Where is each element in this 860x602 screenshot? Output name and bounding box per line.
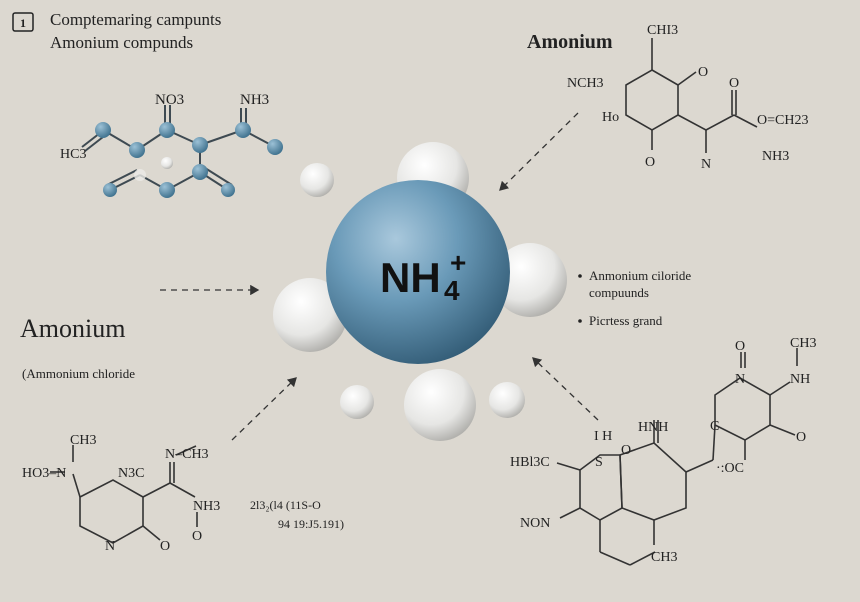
label-o: O: [192, 529, 202, 544]
label-c: C: [710, 419, 719, 434]
hydrogen-sphere: [340, 385, 374, 419]
label-ch3: CHI3: [647, 23, 678, 38]
ion-formula: NH: [380, 254, 441, 301]
step-badge: [12, 12, 34, 32]
top-right-structure: Amonium CHI3 NCH3 Ho O O O N O=CH23 NH3: [527, 23, 808, 172]
left-title: Amonium: [20, 314, 125, 343]
hydrogen-sphere: [273, 278, 347, 352]
label-hc3: HC3: [60, 147, 86, 162]
label-ch3-top: CH3: [790, 336, 816, 351]
header: 1 Comptemaring campunts Amonium compunds: [12, 10, 221, 52]
bottom-left-structure: CH3 HO3–N N3C N–CH3 NH3 O N O 2l3₂(l4 (1…: [22, 433, 344, 554]
label-non: NON: [520, 516, 550, 531]
arrow-down-left: [499, 112, 579, 191]
label-n3c: N3C: [118, 466, 144, 481]
carbon-atom: [159, 182, 175, 198]
label-o-right: O: [796, 430, 806, 445]
bullet-icon: [578, 319, 582, 323]
carbon-atom: [95, 122, 111, 138]
carbon-atom: [192, 164, 208, 180]
label-nh3: NH3: [762, 149, 789, 164]
arrows: [160, 112, 599, 441]
top-right-title: Amonium: [527, 31, 613, 53]
label-o2: O: [729, 76, 739, 91]
label-o-top: O: [735, 339, 745, 354]
legend-item-1-cont: compuunds: [589, 285, 649, 300]
legend-item-2: Picrtess grand: [589, 313, 663, 328]
nitrogen-sphere: [326, 180, 510, 364]
ion-subscript: 4: [444, 275, 460, 306]
label-oc: ·:OC: [716, 461, 744, 476]
label-ch3-bottom: CH3: [651, 550, 677, 565]
arrow-up-right: [231, 377, 297, 441]
carbon-atom: [159, 122, 175, 138]
label-ho3n: HO3–N: [22, 466, 66, 481]
bottom-right-structure: O CH3 N NH C O HNH I H S O HBl3C ·:OC NO…: [510, 336, 816, 566]
legend-item-1: Anmonium ciloride: [589, 268, 691, 283]
label-nh3: NH3: [193, 499, 220, 514]
label-no3: NO3: [155, 92, 184, 108]
ion-charge: +: [450, 247, 466, 278]
hydrogen-sphere: [493, 243, 567, 317]
label-o3: O: [645, 155, 655, 170]
formula-line-2: 94 19:J5.191): [278, 517, 344, 531]
label-n-top: N: [735, 372, 745, 387]
label-o-ring: O: [160, 539, 170, 554]
arrow-up-left: [532, 357, 599, 421]
carbon-atom: [267, 139, 283, 155]
label-och23: O=CH23: [757, 113, 808, 128]
carbon-atom: [103, 183, 117, 197]
header-line-1: Comptemaring campunts: [50, 10, 221, 29]
hydrogen-atom: [161, 157, 173, 169]
formula-line-1: 2l3₂(l4 (11S-O: [250, 498, 321, 512]
label-n: N: [701, 157, 711, 172]
header-line-2: Amonium compunds: [50, 33, 193, 52]
ion-main: NH: [380, 254, 441, 301]
label-hbl3c: HBl3C: [510, 455, 550, 470]
carbon-atom: [221, 183, 235, 197]
label-nch3: NCH3: [567, 76, 604, 91]
ball-stick-molecule: NO3 NH3 HC3: [60, 92, 283, 198]
carbon-atom: [129, 142, 145, 158]
label-nh: NH: [790, 372, 810, 387]
label-nch3: N–CH3: [165, 447, 209, 462]
label-ih: I H: [594, 429, 612, 444]
label-ch3: CH3: [70, 433, 96, 448]
legend: Anmonium ciloride compuunds Picrtess gra…: [578, 268, 691, 328]
label-s: S: [595, 455, 603, 470]
carbon-atom: [235, 122, 251, 138]
ammonium-ion-model: NH 4 +: [273, 142, 567, 441]
label-ho: Ho: [602, 110, 619, 125]
left-subtitle: (Ammonium chloride: [22, 366, 135, 381]
hydrogen-sphere: [300, 163, 334, 197]
hydrogen-sphere: [404, 369, 476, 441]
bullet-icon: [578, 274, 582, 278]
carbon-atom: [192, 137, 208, 153]
label-n-ring: N: [105, 539, 115, 554]
label-nh3: NH3: [240, 92, 269, 108]
label-hnh: HNH: [638, 420, 668, 435]
step-badge-number: 1: [20, 16, 26, 30]
label-o1: O: [698, 65, 708, 80]
hydrogen-atom: [134, 169, 146, 181]
label-o-s: O: [621, 443, 631, 458]
hydrogen-sphere: [489, 382, 525, 418]
